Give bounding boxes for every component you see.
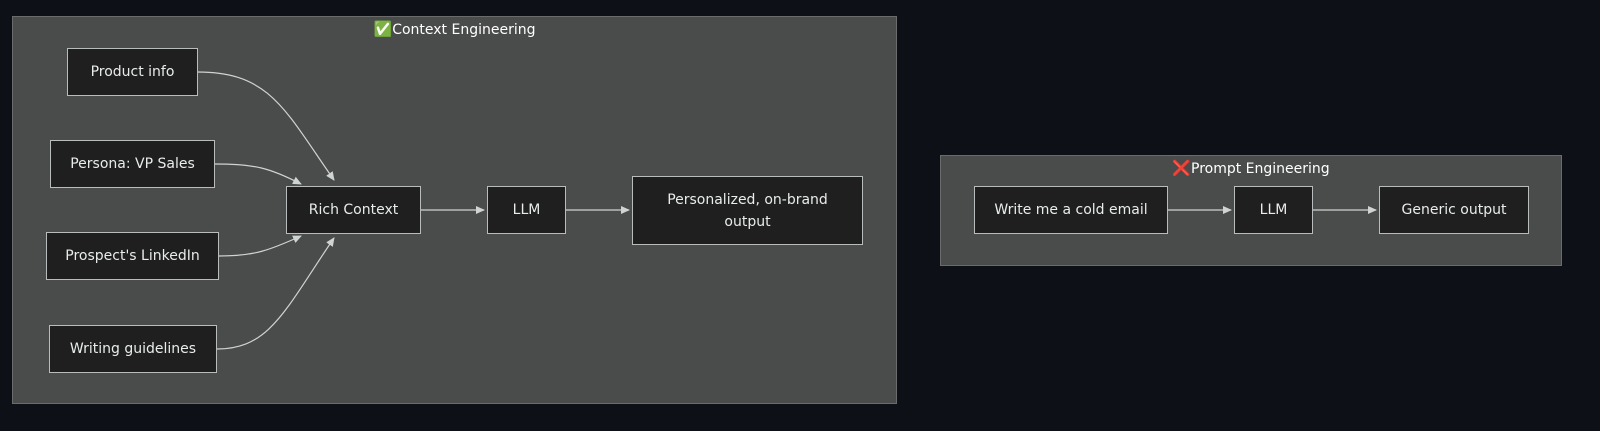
edge-product-info-to-rich-context: [197, 71, 335, 181]
node-llm-prompt: LLM: [1234, 186, 1313, 234]
prompt-engineering-label: Prompt Engineering: [1191, 161, 1330, 177]
node-personalized-output: Personalized, on-brand output: [632, 176, 863, 245]
node-llm: LLM: [487, 186, 566, 234]
edge-guidelines-to-rich-context: [216, 237, 335, 350]
node-persona-vp-sales: Persona: VP Sales: [50, 140, 215, 188]
check-mark-icon: ✅: [373, 20, 393, 38]
node-writing-guidelines: Writing guidelines: [49, 325, 217, 373]
cross-mark-icon: ❌: [1172, 159, 1191, 177]
node-product-info: Product info: [67, 48, 198, 96]
node-rich-context: Rich Context: [286, 186, 421, 234]
edge-linkedin-to-rich-context: [218, 235, 302, 257]
prompt-engineering-title: ❌Prompt Engineering: [941, 159, 1561, 178]
edge-persona-to-rich-context: [214, 163, 302, 185]
node-write-cold-email: Write me a cold email: [974, 186, 1168, 234]
context-engineering-label: Context Engineering: [392, 22, 536, 38]
node-prospect-linkedin: Prospect's LinkedIn: [46, 232, 219, 280]
context-engineering-title: ✅Context Engineering: [13, 20, 896, 39]
node-generic-output: Generic output: [1379, 186, 1529, 234]
